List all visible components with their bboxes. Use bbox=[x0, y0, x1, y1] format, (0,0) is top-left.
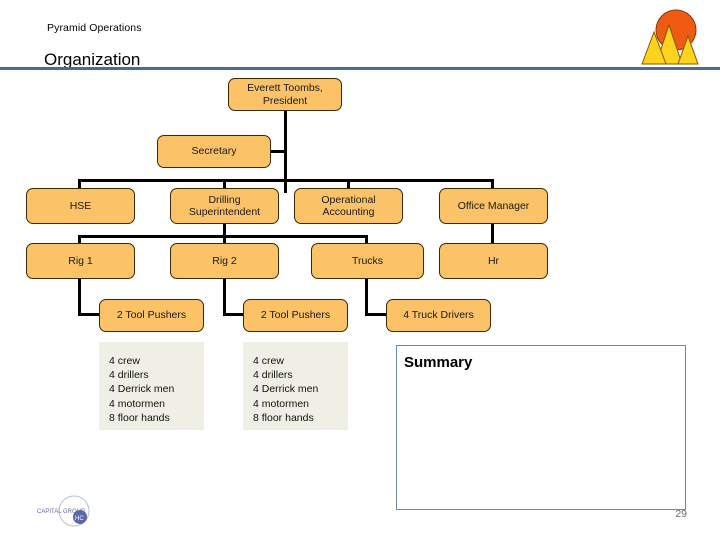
connector-level4-bus bbox=[78, 235, 368, 238]
org-node-drilling-super[interactable]: Drilling Superintendent bbox=[170, 188, 279, 224]
org-node-rig-2[interactable]: Rig 2 bbox=[170, 243, 279, 279]
org-node-trucks[interactable]: Trucks bbox=[311, 243, 424, 279]
page-title: Organization bbox=[44, 50, 141, 69]
connector-rig2-elbow bbox=[223, 313, 246, 316]
connector-drop-office-manager bbox=[491, 179, 494, 191]
capital-group-watermark-logo: CAPITAL GROUP HC bbox=[33, 494, 105, 528]
connector-level3-bus bbox=[78, 179, 494, 182]
connector-drop-rig1 bbox=[78, 235, 81, 246]
summary-title: Summary bbox=[404, 354, 473, 371]
org-node-president[interactable]: Everett Toombs, President bbox=[228, 78, 342, 111]
connector-trucks-down bbox=[365, 279, 368, 316]
summary-panel[interactable] bbox=[396, 345, 686, 510]
crew-panel-rig1: 4 crew 4 drillers 4 Derrick men 4 motorm… bbox=[99, 342, 204, 430]
org-node-rig-1[interactable]: Rig 1 bbox=[26, 243, 135, 279]
page-number: 29 bbox=[675, 508, 687, 520]
header-divider bbox=[0, 67, 720, 70]
crew-panel-rig2: 4 crew 4 drillers 4 Derrick men 4 motorm… bbox=[243, 342, 348, 430]
connector-secretary-stub bbox=[271, 150, 286, 153]
org-node-hse[interactable]: HSE bbox=[26, 188, 135, 224]
connector-officemgr-to-hr bbox=[491, 224, 494, 246]
connector-trucks-elbow bbox=[365, 313, 389, 316]
org-node-tool-pushers-1[interactable]: 2 Tool Pushers bbox=[99, 299, 204, 332]
connector-rig1-elbow bbox=[78, 313, 102, 316]
svg-text:CAPITAL GROUP: CAPITAL GROUP bbox=[37, 509, 85, 515]
connector-drop-operational bbox=[347, 179, 350, 191]
slide-kicker: Pyramid Operations bbox=[47, 22, 142, 34]
org-node-hr[interactable]: Hr bbox=[439, 243, 548, 279]
org-node-tool-pushers-2[interactable]: 2 Tool Pushers bbox=[243, 299, 348, 332]
connector-drop-hse bbox=[78, 179, 81, 191]
pyramid-sun-logo bbox=[638, 6, 702, 68]
svg-text:HC: HC bbox=[75, 516, 84, 522]
connector-drop-trucks bbox=[365, 235, 368, 246]
org-node-truck-drivers[interactable]: 4 Truck Drivers bbox=[386, 299, 491, 332]
connector-rig2-down bbox=[223, 279, 226, 316]
org-node-secretary[interactable]: Secretary bbox=[157, 135, 271, 168]
org-node-office-manager[interactable]: Office Manager bbox=[439, 188, 548, 224]
org-node-operational-acc[interactable]: Operational Accounting bbox=[294, 188, 403, 224]
connector-drop-drilling bbox=[223, 179, 226, 191]
connector-rig1-down bbox=[78, 279, 81, 316]
